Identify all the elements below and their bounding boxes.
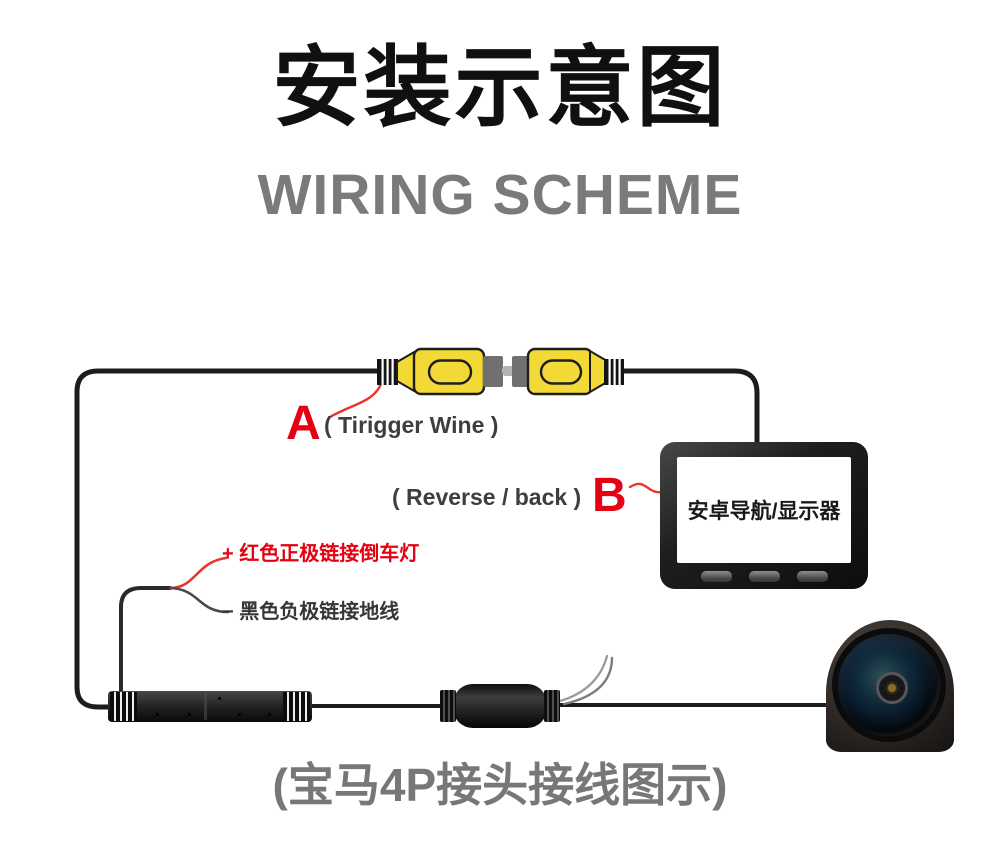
page-title: 安装示意图: [272, 38, 728, 137]
bottom-caption: (宝马4P接头接线图示): [272, 759, 728, 811]
wire-negative-branch: [168, 586, 230, 614]
monitor-screen-label: 安卓导航/显示器: [687, 500, 841, 523]
positive-wire-label: + 红色正极链接倒车灯: [222, 543, 420, 565]
rear-view-camera: [826, 620, 954, 752]
monitor-button: [700, 571, 732, 582]
camera-lens: [838, 634, 940, 736]
label-b-leader-line: [628, 482, 665, 494]
label-a-text: ( Tirigger Wine ): [324, 412, 499, 438]
pigtail-wire-1: [558, 654, 609, 703]
connector-pin-dots: [218, 697, 221, 700]
wire-monitor: [619, 368, 760, 453]
inline-barrel-connector: [440, 681, 560, 731]
monitor-screen: 安卓导航/显示器: [677, 457, 851, 563]
wire-trigger-loop: [74, 368, 383, 710]
rca-male-connector: [377, 347, 519, 396]
monitor-button: [748, 571, 780, 582]
android-monitor: 安卓导航/显示器: [660, 442, 868, 589]
barrel-body: [452, 684, 548, 728]
barrel-ribbed-end-right: [544, 690, 560, 722]
lens-aperture-dot: [888, 684, 896, 692]
pigtail-wire-2: [562, 656, 614, 706]
label-a-letter: A: [286, 397, 321, 450]
label-b-letter: B: [592, 469, 627, 522]
label-b-text: ( Reverse / back ): [392, 484, 582, 510]
wire-branch-riser: [119, 586, 172, 695]
negative-wire-label: − 黑色负极链接地线: [222, 601, 400, 623]
label-a-leader-line: [328, 379, 384, 419]
rca-female-connector: [512, 347, 624, 396]
bmw-4p-connector: [108, 691, 312, 722]
barrel-ribbed-end-left: [440, 690, 456, 722]
page-subtitle: WIRING SCHEME: [257, 163, 743, 227]
lens-inner-ring: [876, 672, 908, 704]
monitor-button: [796, 571, 828, 582]
connector-seam: [204, 693, 207, 720]
monitor-button-row: [660, 571, 868, 582]
wire-positive-branch: [168, 556, 228, 590]
